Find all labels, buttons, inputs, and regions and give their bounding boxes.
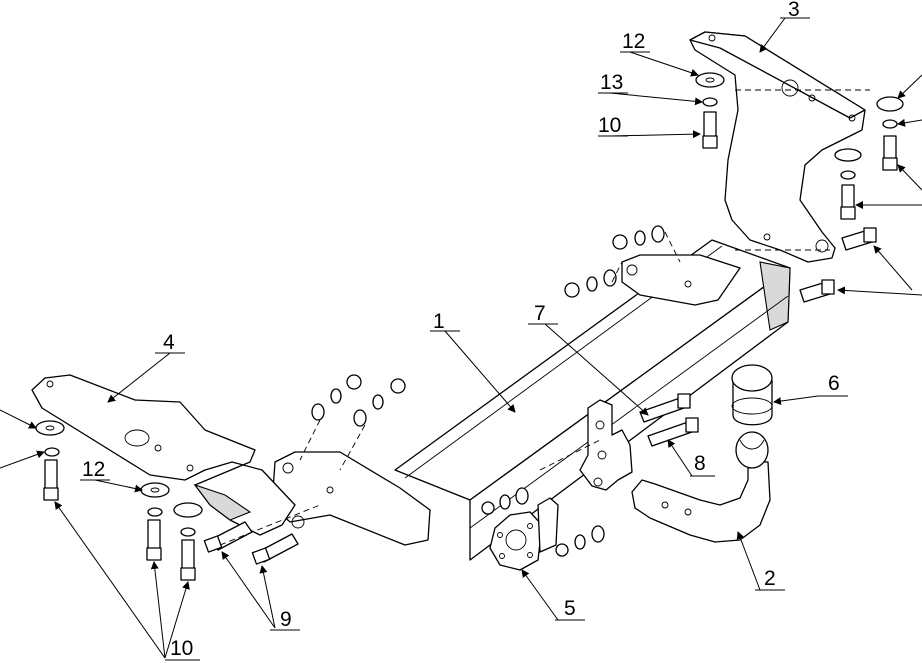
callout-12-left: 12	[82, 458, 105, 481]
callout-5: 5	[564, 597, 576, 620]
callout-10: 10	[170, 637, 193, 660]
ball-mount-bracket	[579, 399, 633, 491]
callout-1: 1	[433, 310, 445, 333]
callout-7: 7	[534, 302, 546, 325]
callout-13: 13	[600, 71, 623, 94]
leader-lines	[0, 17, 922, 661]
socket-plate	[489, 497, 559, 571]
beam-right-plate	[621, 254, 741, 306]
left-bracket	[31, 374, 296, 536]
beam-left-plate	[271, 451, 431, 546]
callout-6: 6	[828, 372, 840, 395]
callout-10-top: 10	[598, 114, 621, 137]
callout-labels: 1 2 3 4 5 6 7 8 9 10 10 12 12 13	[82, 0, 840, 660]
crossbar-beam	[394, 239, 791, 561]
fasteners	[35, 72, 904, 581]
tow-ball-arm	[631, 431, 771, 543]
callout-3: 3	[788, 0, 800, 21]
callout-9: 9	[280, 608, 292, 631]
callout-2: 2	[764, 567, 776, 590]
ball-cover	[731, 364, 773, 426]
callout-4: 4	[163, 331, 175, 354]
right-bracket	[689, 31, 866, 263]
callout-8: 8	[694, 452, 706, 475]
callout-12: 12	[622, 30, 645, 53]
assembly-guides	[219, 89, 870, 546]
